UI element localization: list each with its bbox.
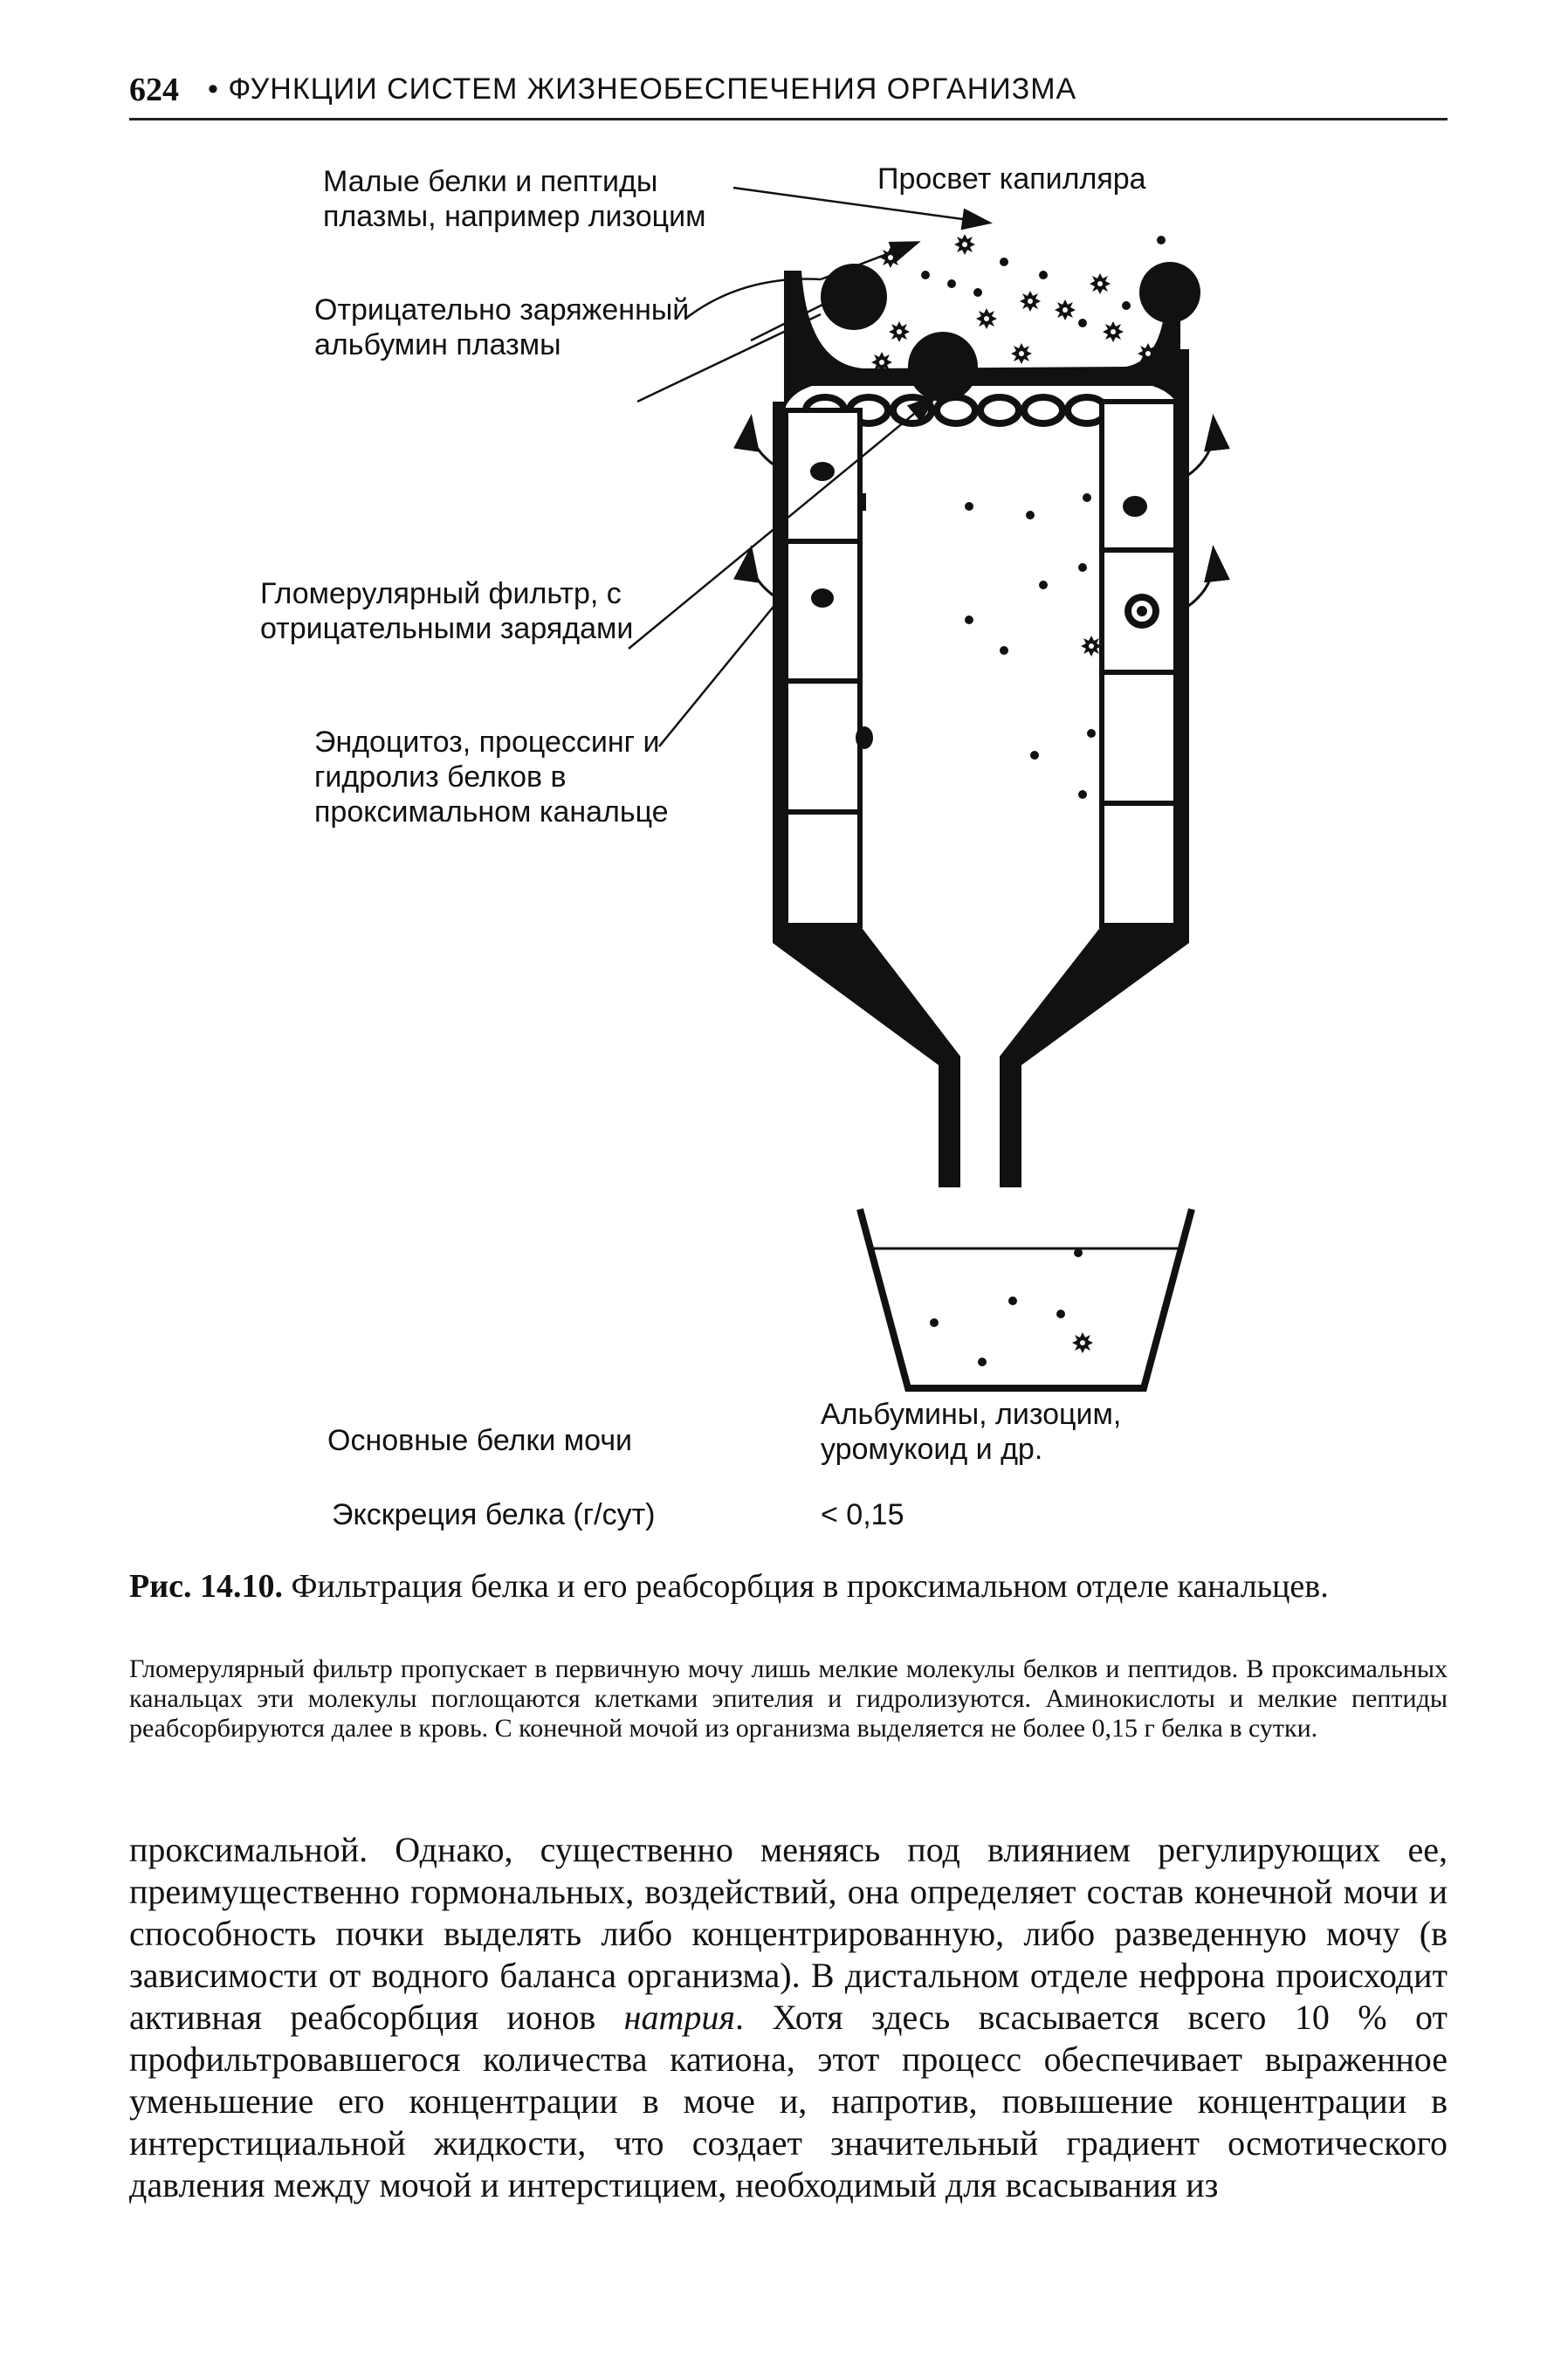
running-header: 624 • ФУНКЦИИ СИСТЕМ ЖИЗНЕОБЕСПЕЧЕНИЯ ОР…: [129, 65, 1448, 120]
label-capillary-lumen: Просвет капилляра: [877, 162, 1146, 196]
running-title: • ФУНКЦИИ СИСТЕМ ЖИЗНЕОБЕСПЕЧЕНИЯ ОРГАНИ…: [208, 72, 1077, 106]
figure-protein-filtration: Малые белки и пептиды плазмы, например л…: [218, 140, 1353, 1554]
tubule-funnel: [773, 925, 1189, 1187]
figure-caption: Рис. 14.10. Фильтрация белка и его реабс…: [129, 1567, 1448, 1606]
tubule-lumen-particles: [965, 493, 1102, 799]
label-endocytosis: Эндоцитоз, процессинг и гидролиз белков …: [314, 726, 669, 829]
albumin-molecules: [821, 262, 1200, 402]
tubule-nuclei-left: [810, 462, 873, 749]
value-excretion: < 0,15: [821, 1498, 904, 1531]
tubule-wall-right: [1099, 349, 1189, 928]
value-urine-proteins: Альбумины, лизоцим, уромукоид и др.: [821, 1398, 1122, 1466]
figure-title: Фильтрация белка и его реабсорбция в про…: [291, 1568, 1329, 1605]
body-text-part1: проксимальной. Однако, существенно меняя…: [129, 1830, 1448, 2037]
label-glomerular-filter: Гломерулярный фильтр, с отрицательными з…: [260, 577, 634, 645]
figure-legend: Гломерулярный фильтр пропускает в первич…: [129, 1654, 1448, 1743]
body-text-italic: натрия: [623, 1998, 735, 2037]
label-small-proteins: Малые белки и пептиды плазмы, например л…: [323, 165, 706, 233]
label-albumin: Отрицательно заряженный альбумин плазмы: [314, 293, 690, 361]
body-text-part2: . Хотя здесь всасывается всего 10 % от п…: [129, 1998, 1448, 2204]
reabsorption-arrows: [733, 414, 1230, 613]
figure-number: Рис. 14.10.: [129, 1568, 283, 1605]
urine-cup: [856, 1207, 1195, 1392]
tubule-wall-left: [773, 402, 863, 928]
nephron-diagram: [628, 186, 1230, 1392]
label-urine-proteins: Основные белки мочи: [327, 1424, 633, 1457]
capillary-bowl: [784, 271, 1180, 410]
page-number: 624: [129, 72, 179, 108]
label-pointers: [628, 186, 993, 747]
tubule-nuclei-right: [1123, 496, 1159, 629]
body-paragraph: проксимальной. Однако, существенно меняя…: [129, 1829, 1448, 2206]
small-proteins-lumen: [871, 234, 1166, 373]
label-excretion: Экскреция белка (г/сут): [332, 1498, 656, 1531]
